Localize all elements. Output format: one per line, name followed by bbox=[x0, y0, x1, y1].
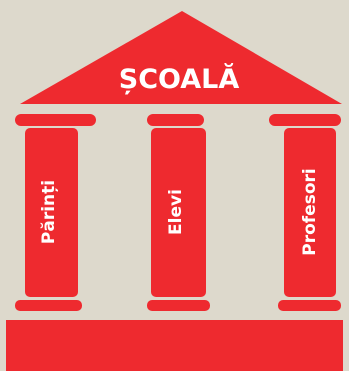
column-label: Profesori bbox=[300, 168, 320, 255]
column-base bbox=[15, 300, 82, 311]
column-profesori: Profesori bbox=[269, 114, 341, 311]
column-base bbox=[278, 300, 341, 311]
roof-shape bbox=[20, 11, 342, 104]
column-base bbox=[147, 300, 210, 311]
column-elevi: Elevi bbox=[147, 114, 210, 311]
column-shaft bbox=[25, 128, 78, 297]
roof-label: ȘCOALĂ bbox=[119, 63, 240, 95]
column-label: Părinți bbox=[39, 180, 59, 244]
column-capital bbox=[15, 114, 96, 126]
column-label: Elevi bbox=[166, 189, 186, 235]
column-parinti: Părinți bbox=[15, 114, 96, 311]
column-shaft bbox=[151, 128, 206, 297]
column-capital bbox=[147, 114, 204, 126]
foundation bbox=[6, 320, 343, 371]
column-shaft bbox=[284, 128, 336, 297]
column-capital bbox=[269, 114, 341, 126]
roof: ȘCOALĂ bbox=[20, 11, 342, 104]
